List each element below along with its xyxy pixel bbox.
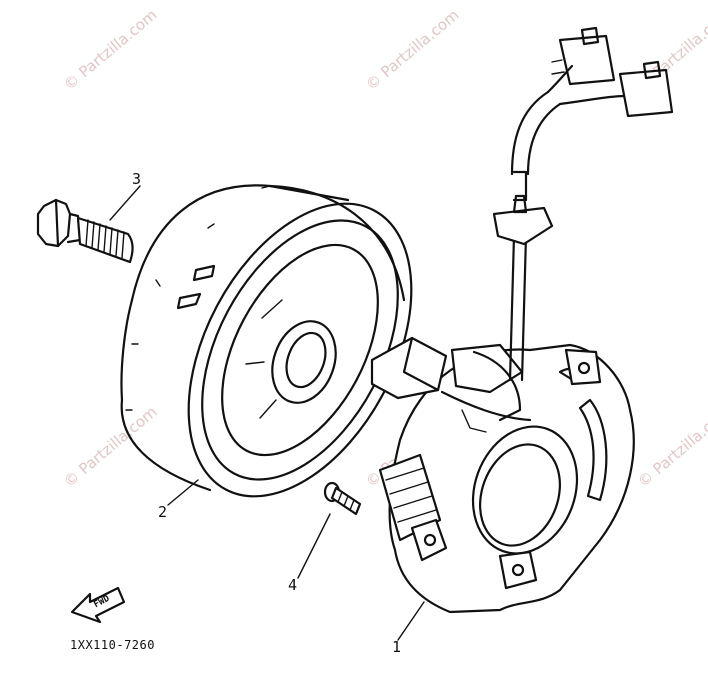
flywheel-rotor — [120, 184, 413, 498]
callout-1: 1 — [392, 638, 402, 656]
flange-bolt — [36, 198, 134, 264]
lead-wire-harness — [492, 26, 674, 382]
front-arrow — [70, 586, 126, 624]
leader-line-2 — [167, 479, 199, 506]
callout-2: 2 — [158, 503, 168, 521]
leader-line-3 — [109, 185, 141, 221]
leader-line-1 — [397, 601, 425, 641]
stator-screw — [323, 481, 362, 516]
callout-3: 3 — [132, 170, 142, 188]
diagram-code: 1XX110-7260 — [70, 638, 155, 652]
callout-4: 4 — [288, 576, 298, 594]
leader-line-4 — [297, 513, 331, 579]
stator-assembly — [370, 336, 635, 614]
